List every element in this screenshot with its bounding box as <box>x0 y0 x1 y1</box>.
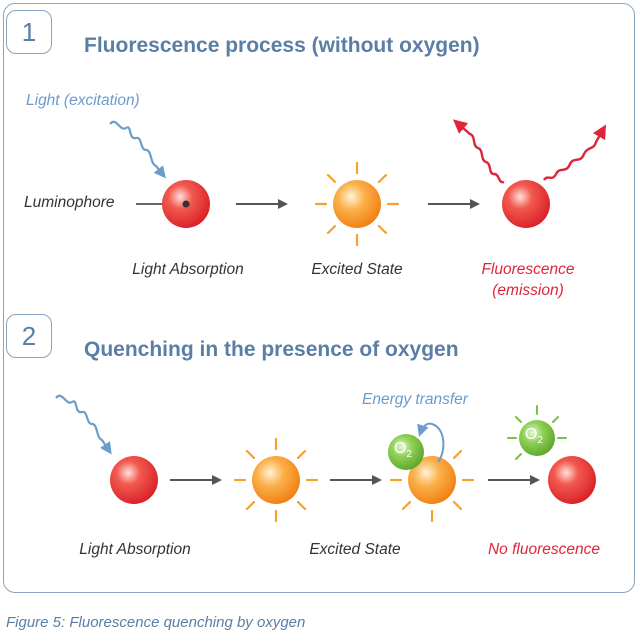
step-2-number: 2 <box>21 320 37 351</box>
no-fluorescence-label: No fluorescence <box>487 541 600 558</box>
ground-sphere-3 <box>548 456 596 504</box>
excitation-light-wave-1 <box>109 120 166 179</box>
oxygen-label-1: O2 <box>394 440 413 461</box>
fluorescence-label: Fluorescence <box>481 261 575 278</box>
energy-transfer-label: Energy transfer <box>362 391 468 408</box>
excited-sphere-3 <box>408 456 456 504</box>
oxygen-sphere-2-rays <box>507 405 567 460</box>
light-absorption-label-2: Light Absorption <box>79 541 191 558</box>
luminophore-label: Luminophore <box>24 194 115 211</box>
figure-caption: Figure 5: Fluorescence quenching by oxyg… <box>6 614 306 631</box>
section-2-title: Quenching in the presence of oxygen <box>84 338 459 361</box>
excited-sphere-1 <box>333 180 381 228</box>
ground-sphere-emitting <box>502 180 550 228</box>
diagram-frame <box>3 3 635 593</box>
step-1-badge: 1 <box>6 10 52 54</box>
excited-sphere-3-rays <box>389 449 475 523</box>
excited-state-label-1: Excited State <box>311 261 403 278</box>
excitation-light-wave-2 <box>55 394 112 455</box>
energy-transfer-arrow <box>417 422 445 463</box>
oxygen-label-2: O2 <box>525 426 544 447</box>
excited-sphere-2-rays <box>233 437 319 523</box>
step-2-badge: 2 <box>6 314 52 358</box>
excited-sphere-1-rays <box>314 161 400 247</box>
oxygen-sphere-1 <box>388 434 424 470</box>
emission-wave-right <box>543 124 606 181</box>
light-excitation-label: Light (excitation) <box>26 92 140 109</box>
luminophore-dot <box>182 200 190 208</box>
ground-sphere-2 <box>110 456 158 504</box>
excited-sphere-2 <box>252 456 300 504</box>
emission-label: (emission) <box>492 282 564 299</box>
section-1-title: Fluorescence process (without oxygen) <box>84 34 480 57</box>
excited-state-label-2: Excited State <box>309 541 401 558</box>
light-absorption-label-1: Light Absorption <box>132 261 244 278</box>
oxygen-sphere-2 <box>519 420 555 456</box>
step-1-number: 1 <box>21 16 37 47</box>
emission-wave-left <box>452 119 505 184</box>
